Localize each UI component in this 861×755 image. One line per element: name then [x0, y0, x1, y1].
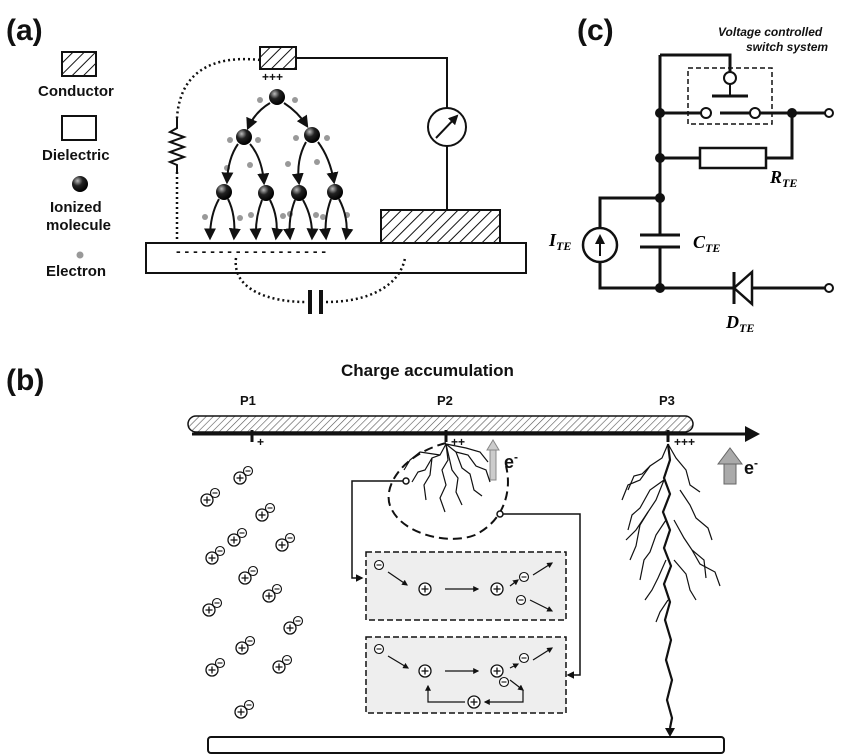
p3-discharge-branches: [621, 443, 721, 623]
panel-b-label: (b): [6, 364, 44, 397]
circuit-wires: [598, 53, 825, 290]
label-ite: ITE: [548, 230, 571, 253]
legend-dielectric: Dielectric: [42, 147, 110, 164]
electron-flow-small-head: [486, 439, 500, 451]
charge-p3: +++: [674, 435, 695, 449]
label-p2: P2: [437, 393, 453, 408]
flow-arrow-left: [351, 480, 403, 582]
resistor-icon: [167, 118, 187, 172]
ion-ball: [291, 185, 307, 201]
ion-electron-pair: [234, 699, 255, 719]
tip-charge: +++: [262, 70, 283, 84]
p3-main-discharge: [661, 443, 674, 729]
ion-ball: [269, 89, 285, 105]
legend-ionized-1: Ionized: [50, 199, 102, 216]
label-cte: CTE: [693, 232, 720, 255]
ion-ball: [327, 184, 343, 200]
resistor-path-top: [175, 57, 261, 119]
switch-contact-left: [700, 107, 712, 119]
label-rte: RTE: [769, 167, 797, 190]
panel-a-label: (a): [6, 14, 43, 47]
ion-ball: [236, 129, 252, 145]
legend-conductor: Conductor: [38, 83, 114, 100]
streamer-node-left: [402, 477, 410, 485]
moving-dielectric: [187, 415, 694, 433]
ion-electron-pair: [233, 465, 254, 485]
ammeter-needle-icon: [435, 114, 459, 139]
label-p3: P3: [659, 393, 675, 408]
positive-ion: [490, 664, 504, 678]
circuit-nodes: [655, 108, 797, 293]
positive-ion: [418, 582, 432, 596]
resistor-rte: [698, 146, 768, 170]
legend-electron-icon: [76, 251, 84, 259]
ion-electron-pair: [205, 545, 226, 565]
switch-actuator-icon: [723, 71, 737, 85]
legend-ionized-2: molecule: [46, 217, 111, 234]
legend-dielectric-swatch: [61, 115, 97, 141]
capacitor-path: [234, 257, 407, 304]
legend-ion-icon: [72, 176, 88, 192]
electron-flow-large-head: [717, 447, 743, 465]
p1-ion-pairs: [200, 465, 304, 719]
ion-electron-pair: [235, 635, 256, 655]
ion-electron-pair: [202, 597, 223, 617]
ground-electrode: [380, 209, 501, 244]
meter-wire: [296, 57, 448, 210]
tip-electrode: [259, 46, 297, 70]
streamer-node-right: [496, 510, 504, 518]
dielectric-slab: [145, 242, 527, 274]
terminal-top: [824, 108, 834, 118]
ionization-box-1: [365, 551, 567, 621]
ion-electron-pair: [238, 565, 259, 585]
electron-label-p3: e-: [744, 456, 758, 478]
ion-electron-pair: [275, 532, 296, 552]
switch-title-2: switch system: [746, 40, 828, 54]
panel-b-title: Charge accumulation: [341, 361, 514, 380]
label-p1: P1: [240, 393, 256, 408]
electron-label-p2: e-: [504, 450, 518, 472]
legend-conductor-swatch: [61, 51, 97, 77]
ion-ball: [258, 185, 274, 201]
positive-ion: [490, 582, 504, 596]
ion-electron-pair: [262, 583, 283, 603]
diode-dte: [732, 269, 754, 307]
motion-arrow-icon: [745, 426, 760, 442]
electron-flow-small: [489, 447, 497, 481]
discharge-arrow-icon: [665, 728, 675, 737]
ion-electron-pair: [200, 487, 221, 507]
positive-ion: [418, 664, 432, 678]
ion-ball: [304, 127, 320, 143]
box-arrows: [387, 562, 554, 705]
ion-electron-pair: [227, 527, 248, 547]
ion-electron-pair: [272, 654, 293, 674]
ion-ball: [216, 184, 232, 200]
p2-streamers: [403, 443, 491, 513]
positive-ion: [467, 695, 481, 709]
electron-flow-large: [723, 461, 737, 485]
ground-plate: [207, 736, 725, 754]
legend-electron: Electron: [46, 263, 106, 280]
box-ions: [373, 559, 530, 709]
switch-title-1: Voltage controlled: [718, 25, 823, 39]
streamer-zone: [387, 442, 509, 540]
switch-contact-right: [749, 107, 761, 119]
flow-arrow-right: [503, 513, 581, 679]
ionization-box-2: [365, 636, 567, 714]
surface-charge: - - - - - - - - - - - - - - - - - -: [176, 243, 326, 259]
ion-electron-pair: [283, 615, 304, 635]
label-dte: DTE: [725, 312, 754, 335]
ion-electron-pair: [205, 657, 226, 677]
ion-electron-pair: [255, 502, 276, 522]
panel-c-label: (c): [577, 14, 614, 47]
charge-p1: +: [257, 435, 264, 449]
avalanche-tree: [202, 89, 354, 241]
terminal-bottom: [824, 283, 834, 293]
